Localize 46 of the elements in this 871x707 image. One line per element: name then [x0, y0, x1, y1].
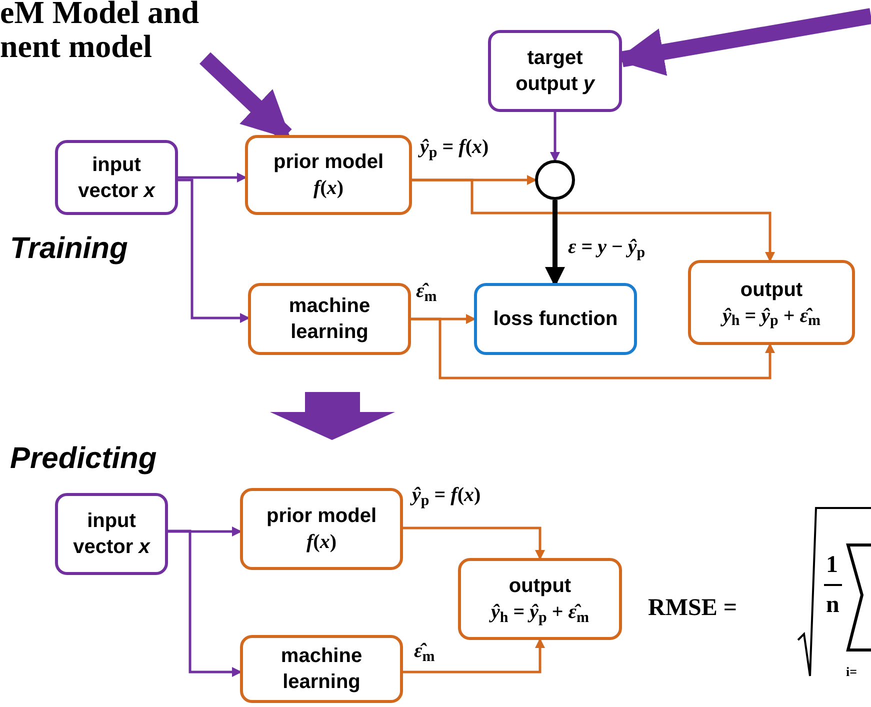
input-box	[488, 30, 622, 112]
node-label: machine learning	[288, 294, 372, 345]
node-label: input vector x	[77, 152, 156, 204]
input-box	[55, 140, 178, 215]
node-label: loss function	[493, 307, 618, 332]
formula-text: i=	[846, 664, 858, 679]
edge-label: ε̂$_{m}$	[414, 280, 439, 302]
arrow	[168, 526, 242, 536]
node-label: target output y	[514, 46, 596, 97]
section-label: Training	[10, 232, 128, 265]
process-box	[245, 135, 412, 215]
arrow	[178, 172, 247, 182]
node-label: input vector x	[72, 509, 152, 560]
node-label: prior model	[266, 504, 376, 529]
edge-label: ŷ$_{p}$ = f(x)	[410, 484, 483, 506]
arrow	[403, 638, 545, 674]
arrow	[178, 178, 250, 323]
node-label: output	[508, 574, 572, 599]
process-box	[248, 283, 411, 355]
edge-label: ε̂$_{m}$	[412, 640, 437, 662]
formula-text: n	[826, 592, 840, 618]
formula-text: ŷ$_{h}$ = ŷ$_{p}$ + ε̂$_{m}$	[491, 600, 589, 625]
edge-label: ε = y − ŷ$_{p}$	[566, 236, 648, 258]
heading-text: nent model	[0, 28, 152, 64]
heading-text: eM Model and	[0, 0, 200, 30]
input-box	[55, 493, 168, 575]
node-label: output	[740, 278, 803, 302]
arrow	[412, 178, 775, 262]
process-box	[240, 488, 403, 570]
output-box	[688, 260, 855, 345]
edge-label: ŷ$_{p}$ = f(x)	[418, 136, 491, 158]
node-label: machine learning	[280, 644, 364, 695]
section-label: Predicting	[10, 442, 157, 475]
formula-text: RMSE =	[648, 595, 738, 621]
arrow	[168, 530, 242, 677]
arrow	[550, 112, 560, 162]
process-box	[240, 635, 403, 703]
arrow	[411, 318, 775, 380]
output-box	[458, 558, 622, 640]
formula-text: f(x)	[306, 530, 336, 555]
formula-text: 1	[826, 552, 838, 578]
formula-text: ŷ$_{h}$ = ŷ$_{p}$ + ε̂$_{m}$	[722, 304, 820, 328]
formula-text: f(x)	[313, 176, 344, 201]
process-box	[474, 283, 637, 355]
node-label: prior model	[273, 150, 384, 175]
arrow	[403, 526, 545, 560]
